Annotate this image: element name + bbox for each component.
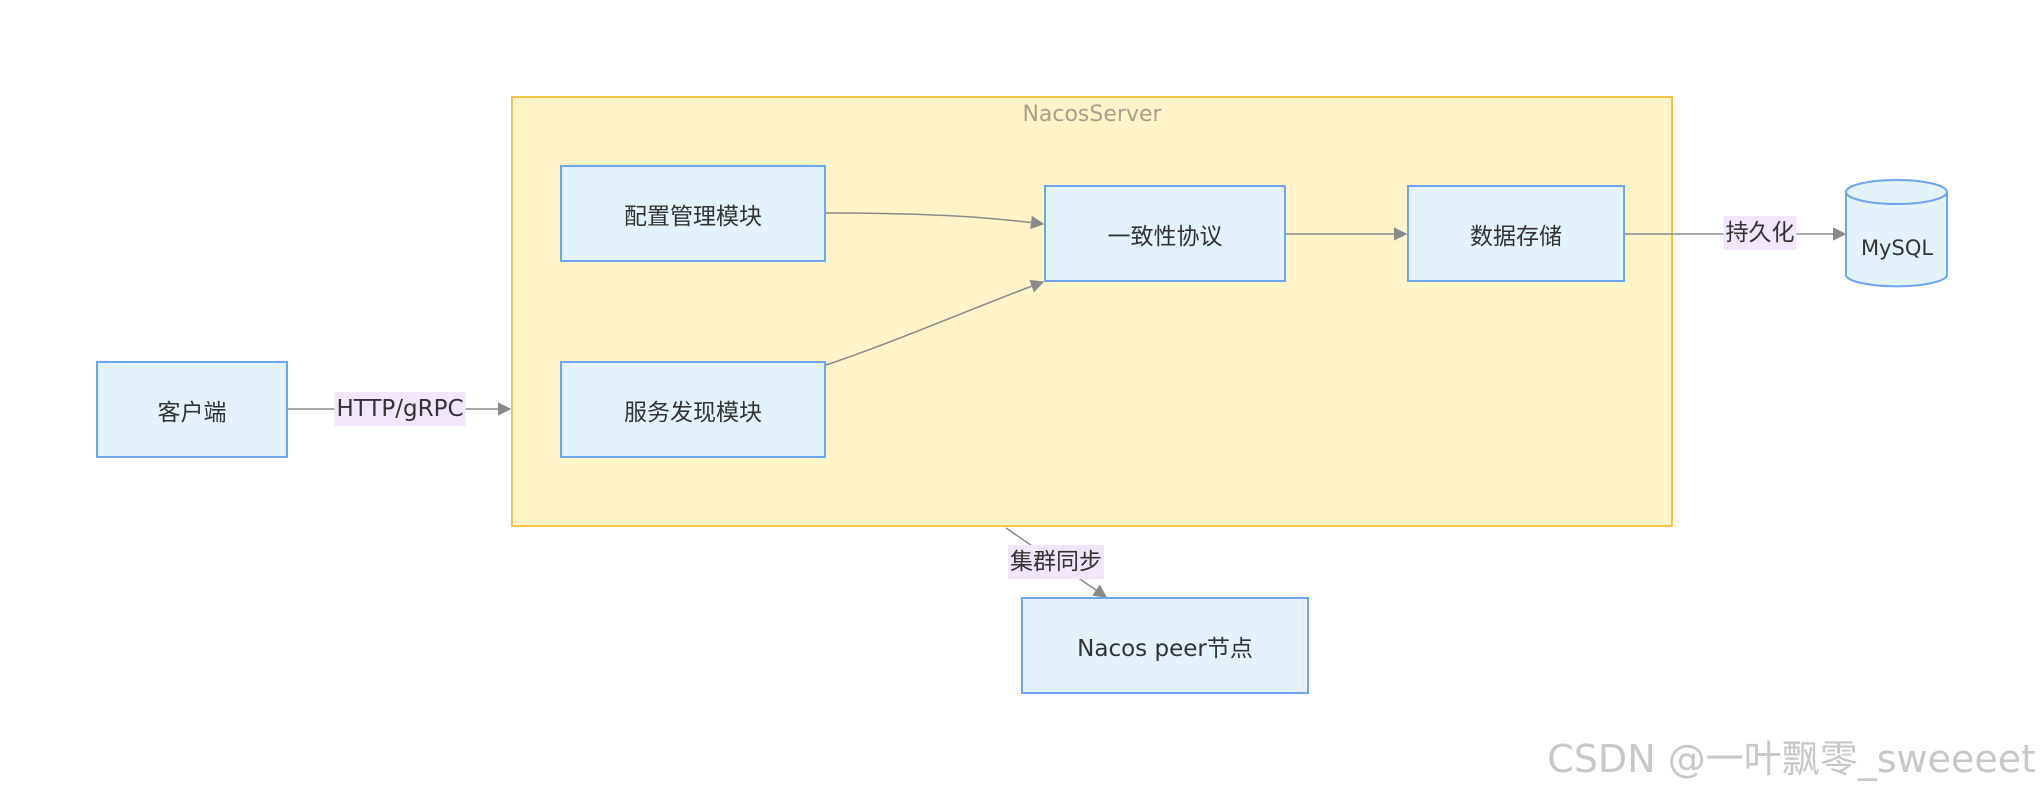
edge-label-cluster-sync: 集群同步	[1008, 545, 1104, 579]
client-node: 客户端	[96, 361, 288, 458]
service-discovery-label: 服务发现模块	[624, 399, 762, 426]
data-storage-label: 数据存储	[1470, 223, 1562, 250]
service-discovery-node: 服务发现模块	[560, 361, 826, 458]
data-storage-node: 数据存储	[1407, 185, 1625, 282]
nacos-peer-node: Nacos peer节点	[1021, 597, 1309, 694]
consistency-protocol-node: 一致性协议	[1044, 185, 1286, 282]
edge-config-to-consistency	[825, 212, 1045, 230]
csdn-watermark: CSDN @一叶飘零_sweeeet	[1547, 737, 2036, 781]
config-management-node: 配置管理模块	[560, 165, 826, 262]
client-node-label: 客户端	[157, 399, 227, 426]
edge-label-http-grpc: HTTP/gRPC	[334, 392, 466, 426]
edge-discovery-to-consistency	[825, 279, 1045, 366]
config-management-label: 配置管理模块	[624, 203, 762, 230]
subgraph-title: NacosServer	[1022, 102, 1162, 127]
edge-label-persist: 持久化	[1723, 216, 1797, 250]
consistency-protocol-label: 一致性协议	[1107, 223, 1223, 250]
mysql-database-shape	[1845, 179, 1948, 288]
nacos-peer-label: Nacos peer节点	[1077, 635, 1253, 662]
mysql-label: MySQL	[1860, 236, 1934, 260]
